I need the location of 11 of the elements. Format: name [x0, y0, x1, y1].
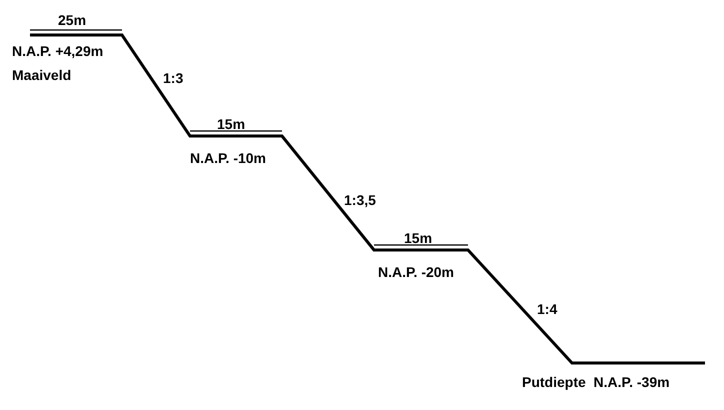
level-label: N.A.P. +4,29m [12, 43, 104, 59]
dimension-label: 15m [217, 116, 246, 132]
slope-label: 1:4 [537, 301, 558, 317]
level-label: N.A.P. -20m [378, 264, 454, 280]
level-name-label: Maaiveld [12, 67, 72, 83]
slope-label: 1:3,5 [344, 192, 376, 208]
dimension-label: 25m [58, 12, 86, 28]
dimension-label: 15m [404, 230, 432, 246]
slope-label: 1:3 [163, 70, 184, 86]
level-label: Putdiepte N.A.P. -39m [522, 374, 670, 390]
level-label: N.A.P. -10m [190, 150, 266, 166]
